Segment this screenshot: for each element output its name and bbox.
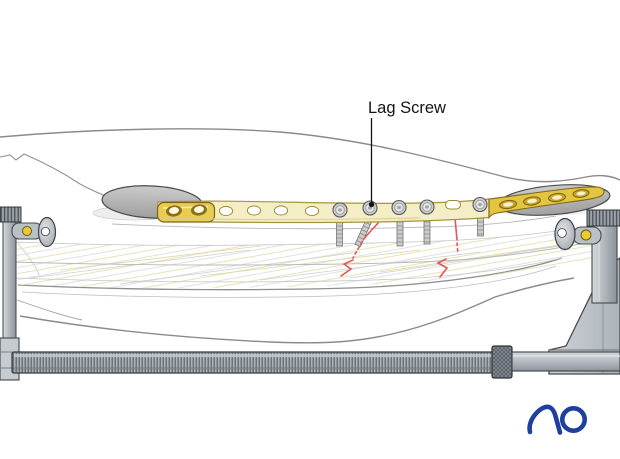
bone-lower-echo [21, 265, 557, 298]
plate-empty-holes [218, 200, 461, 217]
plate-screw-heads [332, 196, 488, 218]
screw-shafts [336, 211, 484, 248]
fracture-zigzag [436, 258, 449, 278]
plate-tip-holes [166, 204, 207, 217]
ao-logo: AO [527, 404, 587, 435]
ao-logo-letter-o [559, 405, 587, 433]
lag-screw-label: Lag Screw [368, 99, 446, 117]
screw-head [472, 196, 488, 213]
screw-head [391, 199, 407, 216]
arm-screw-left [22, 226, 32, 236]
fracture-line-dotted [352, 241, 363, 259]
fixator-post-right [554, 209, 620, 304]
screw-shaft [396, 218, 404, 247]
plate-band-slots [499, 189, 590, 210]
fascia-line-2 [14, 257, 563, 283]
plate-bottom-shade [159, 217, 421, 220]
soft-tissue-left-line [16, 299, 83, 321]
threaded-rod [11, 345, 620, 379]
screw-shaft [336, 219, 343, 247]
plate-hole [273, 205, 289, 216]
knurled-knob [586, 209, 620, 227]
smooth-rod [511, 351, 620, 372]
skin-outline [0, 128, 620, 344]
screw-head [419, 199, 435, 215]
leader-dot [368, 201, 375, 208]
bone-upper-line [111, 215, 557, 230]
fracture-zigzag [340, 259, 354, 277]
knurled-nut [491, 345, 513, 379]
annotation-lag-screw: Lag Screw [368, 99, 446, 208]
bone-proximal-edge [0, 153, 113, 199]
plate-hole [218, 205, 234, 217]
bone-outline [0, 153, 563, 321]
skin-top-contour [0, 128, 620, 183]
plate-slot [523, 196, 541, 206]
plate-combi-hole [445, 200, 461, 210]
plate-hole [304, 205, 320, 217]
fascia-line-1 [9, 242, 586, 266]
bone-plate [156, 186, 605, 224]
screw-shaft [423, 217, 431, 245]
plate-slot [499, 199, 517, 210]
fracture-line [454, 216, 458, 241]
plate-slot [572, 189, 590, 198]
arm-screw-right [580, 229, 592, 241]
knurled-knob [0, 206, 22, 223]
screw-head [332, 202, 348, 218]
fracture-line-dotted [456, 242, 459, 255]
skin-bottom-contour [19, 277, 575, 344]
ao-logo-letter-a [527, 404, 563, 435]
plate-hole [246, 205, 262, 216]
plate-slot [548, 192, 566, 203]
muscle-fibers [9, 224, 599, 288]
external-fixator [0, 206, 620, 381]
